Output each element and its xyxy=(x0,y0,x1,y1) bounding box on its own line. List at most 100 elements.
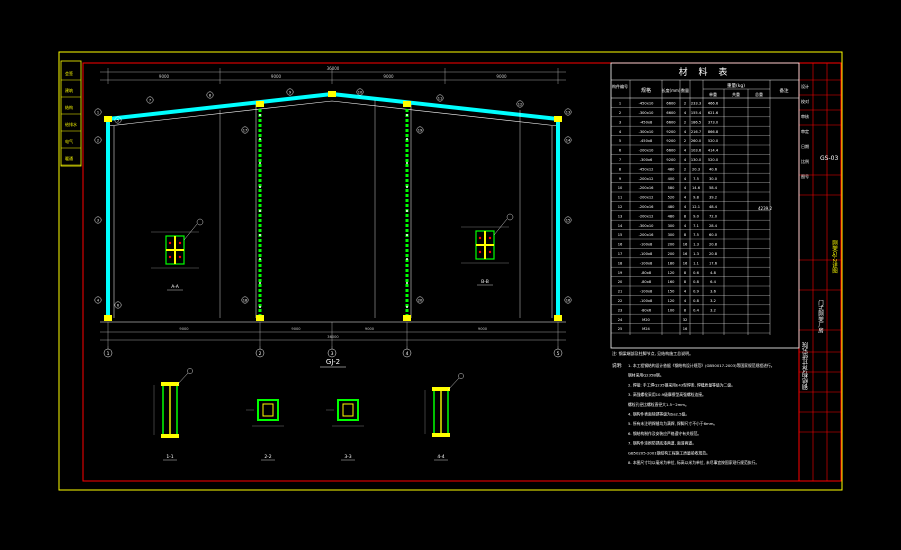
connection-details: A-A B-B xyxy=(151,213,514,291)
table-cell: -200x10 xyxy=(639,149,655,153)
table-cell: 520.0 xyxy=(708,158,719,162)
table-cell: 20.3 xyxy=(692,167,700,171)
callout-number: 10 xyxy=(358,91,362,95)
detail-bolt xyxy=(178,241,182,245)
dim-text-bottom: 9000 xyxy=(179,327,189,331)
table-cell: 120 xyxy=(668,271,676,275)
detail-leader xyxy=(493,218,508,236)
axis-bubble xyxy=(255,348,265,358)
callout-number: 14 xyxy=(566,139,571,143)
detail-bolt xyxy=(488,236,492,240)
note-line: GB50205-2001钢结构工程施工质量验收规范。 xyxy=(628,450,710,455)
axis-bubble xyxy=(327,348,337,358)
callout-bubble xyxy=(241,126,249,134)
callout-bubble xyxy=(356,88,364,96)
table-cell: 3.2 xyxy=(710,299,716,303)
detail-callout xyxy=(196,218,204,226)
callout-number: 1 xyxy=(97,111,99,115)
table-cell: -200x16 xyxy=(639,233,655,237)
dim-text-overall: 36000 xyxy=(327,66,340,71)
section-view: 1-1 xyxy=(153,368,193,461)
purlin-bolt xyxy=(259,186,261,188)
callout-bubble xyxy=(94,216,102,224)
callout-number: 7 xyxy=(149,99,151,103)
table-cell: 24 xyxy=(618,318,623,322)
table-cell: 4 xyxy=(684,177,687,181)
table-cell: 9.0 xyxy=(693,214,699,218)
axis-number: 3 xyxy=(331,351,334,357)
table-cell: 7.5 xyxy=(693,233,699,237)
table-cell: 155.4 xyxy=(691,111,702,115)
purlin-bolt xyxy=(406,114,408,116)
callout-bubble xyxy=(286,88,294,96)
table-cell: 1.3 xyxy=(693,243,699,247)
title-field-label: 审定 xyxy=(801,128,809,134)
table-cell: 621.6 xyxy=(708,111,719,115)
table-cell: 9200 xyxy=(666,130,676,134)
callout-number: 13 xyxy=(566,111,570,115)
left-field-label: 暖通 xyxy=(65,155,73,161)
table-cell: 6.4 xyxy=(710,280,716,284)
purlin-bolt xyxy=(259,138,261,140)
table-cell: 373.0 xyxy=(708,120,719,124)
note-line: 2. 焊接: 手工焊Q235钢采用E43型焊条, 焊缝质量等级为二级。 xyxy=(628,382,735,387)
section-callout xyxy=(187,368,193,374)
callout-bubble xyxy=(564,108,572,116)
table-cell: 16 xyxy=(683,243,688,247)
detail-view: A-A xyxy=(151,218,204,291)
table-cell: 4 xyxy=(684,130,687,134)
axis-bubble xyxy=(402,348,412,358)
note-line: 6. 钢结构制作及安装应严格遵守有关规范。 xyxy=(628,431,701,436)
table-cell: 1.1 xyxy=(693,261,699,265)
table-cell: 3 xyxy=(619,120,621,124)
table-cell: -100x8 xyxy=(640,290,653,294)
purlin-bolt xyxy=(406,162,408,164)
section-label: 1-1 xyxy=(166,454,173,460)
table-cell: 6600 xyxy=(666,111,676,115)
table-cell: 6 xyxy=(619,149,622,153)
table-header-cell: 备注 xyxy=(780,87,789,94)
table-subheader-cell: 共重 xyxy=(732,91,740,97)
dim-text-top: 9000 xyxy=(383,74,394,79)
purlin-bolt xyxy=(259,114,261,116)
table-cell: 866.8 xyxy=(708,130,719,134)
table-cell: 16 xyxy=(683,261,688,265)
table-cell: -200x16 xyxy=(639,205,655,209)
title-field-label: 日期 xyxy=(801,143,809,149)
section-plate xyxy=(161,434,179,438)
detail-view: B-B xyxy=(461,213,514,286)
purlin-bolt xyxy=(406,210,408,212)
callout-number: 6 xyxy=(117,304,119,308)
callout-number: 20 xyxy=(418,299,422,303)
callout-bubble xyxy=(564,136,572,144)
table-cell: 216.7 xyxy=(691,130,701,134)
table-cell: 12.1 xyxy=(692,205,700,209)
table-cell: 3.2 xyxy=(710,308,716,312)
callout-number: 12 xyxy=(518,103,522,107)
table-cell: 200 xyxy=(668,252,676,256)
callout-number: 9 xyxy=(289,91,291,95)
dim-text-bottom-overall: 36000 xyxy=(327,335,339,339)
table-cell: 25 xyxy=(618,327,623,331)
callout-number: 4 xyxy=(97,299,100,303)
table-cell: -450x8 xyxy=(640,120,653,124)
purlin-bolt xyxy=(406,138,408,140)
table-cell: 3.6 xyxy=(710,290,716,294)
table-cell: 1.3 xyxy=(693,252,699,256)
title-block-company: 钢结构设计研究院 xyxy=(803,341,810,391)
table-cell: 180 xyxy=(668,261,676,265)
table-cell: -450x12 xyxy=(639,167,654,171)
table-subheader-cell: 总重 xyxy=(755,91,763,97)
purlin-bolt xyxy=(259,162,261,164)
callout-number: 5 xyxy=(117,119,119,123)
table-cell: 480 xyxy=(668,167,676,171)
axis-number: 2 xyxy=(259,351,262,357)
table-cell: 300 xyxy=(668,233,676,237)
table-cell: -80x8 xyxy=(641,280,652,284)
table-cell: M20 xyxy=(642,318,650,322)
callout-bubble xyxy=(146,96,154,104)
rafter-left xyxy=(107,92,333,121)
table-cell: 120 xyxy=(668,299,676,303)
